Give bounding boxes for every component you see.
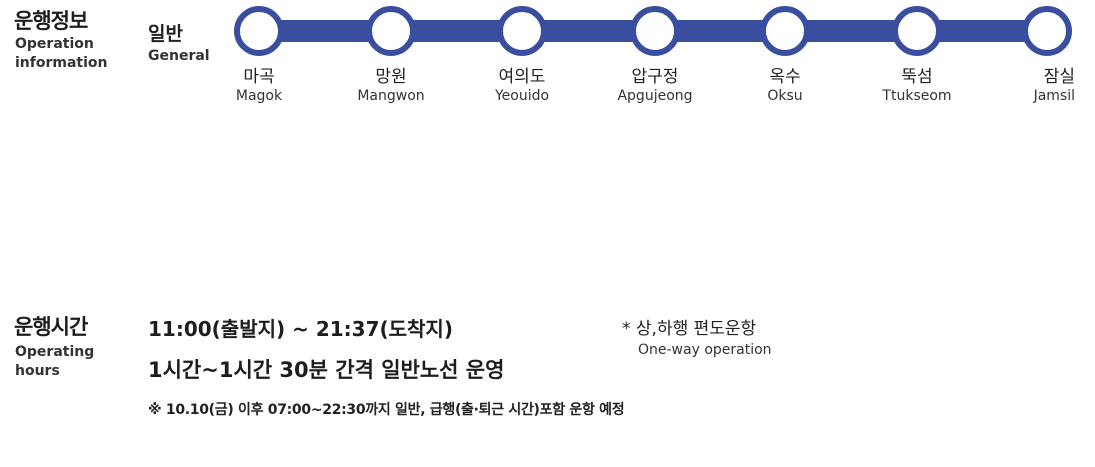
station-dot-apgujeong — [630, 6, 680, 56]
route-line-map — [234, 6, 1072, 56]
hours-heading-en-line1: Operating — [15, 344, 95, 360]
station-name-ko: 옥수 — [769, 67, 801, 87]
station-name-ko: 여의도 — [498, 67, 546, 87]
oneway-note: * 상,하행 편도운항 — [622, 319, 757, 339]
hours-heading-en: Operating hours — [15, 343, 94, 381]
hours-note: ※ 10.10(금) 이후 07:00~22:30까지 일반, 급행(출·퇴근 … — [148, 402, 625, 418]
station-name-en: Magok — [235, 88, 283, 104]
hours-schedule: 11:00(출발지) ~ 21:37(도착지) — [148, 317, 453, 341]
service-type-label: 일반 — [148, 23, 183, 45]
station-name-en: Mangwon — [357, 88, 425, 104]
station-name-ko: 압구정 — [631, 67, 679, 87]
operation-heading: 운행정보 — [14, 9, 88, 33]
hours-heading: 운행시간 — [14, 315, 88, 339]
oneway-note-en: One-way operation — [638, 342, 772, 358]
hours-interval: 1시간~1시간 30분 간격 일반노선 운영 — [148, 358, 505, 382]
station-name-en: Jamsil — [1033, 88, 1075, 104]
station-name-en: Oksu — [767, 88, 803, 104]
station-name-en: Yeouido — [494, 88, 550, 104]
station-dot-magok — [234, 6, 284, 56]
station-name-en: Ttukseom — [882, 88, 952, 104]
hours-heading-en-line2: hours — [15, 363, 60, 379]
station-name-ko: 잠실 — [1043, 67, 1075, 87]
station-name-ko: 망원 — [375, 67, 407, 87]
station-dot-ttukseom — [892, 6, 942, 56]
service-type-label-en: General — [148, 48, 210, 64]
station-dot-oksu — [760, 6, 810, 56]
station-dot-jamsil — [1022, 6, 1072, 56]
operation-heading-en-line2: information — [15, 55, 108, 71]
station-dot-mangwon — [366, 6, 416, 56]
station-name-ko: 마곡 — [243, 67, 275, 87]
station-name-en: Apgujeong — [617, 88, 693, 104]
operation-heading-en-line1: Operation — [15, 36, 94, 52]
operation-heading-en: Operation information — [15, 35, 108, 73]
station-name-ko: 뚝섬 — [901, 67, 933, 87]
station-dot-yeouido — [497, 6, 547, 56]
